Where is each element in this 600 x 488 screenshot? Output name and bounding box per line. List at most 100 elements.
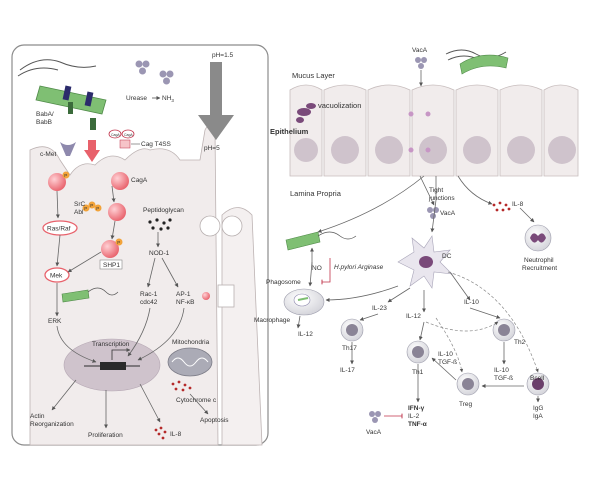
cag-t4ss-label: Cag T4SS <box>141 141 172 148</box>
neutrophil-label-1: Neutrophil <box>524 257 554 264</box>
mucus-bacterium <box>445 49 509 75</box>
il17-label: IL-17 <box>340 367 355 374</box>
rac1-label: Rac-1 <box>140 291 158 298</box>
macrophage-label: Macrophage <box>254 317 291 324</box>
junction-markers <box>408 111 431 153</box>
shp1-label: SHP1 <box>103 262 120 269</box>
babb-label: BabB <box>36 119 52 126</box>
cmet-node <box>48 173 66 191</box>
neutrophil-label-2: Recruitment <box>522 265 557 272</box>
apoptosis-label: Apoptosis <box>200 417 229 424</box>
epithelial-row <box>289 84 579 177</box>
abl-label: Abl <box>74 209 84 216</box>
phagosome-content <box>297 297 309 301</box>
phagosome-label: Phagosome <box>266 279 301 286</box>
urease-particles <box>135 60 174 85</box>
mitochondria-label: Mitochondria <box>172 339 210 346</box>
tight-junction-ring <box>221 215 243 237</box>
vaca-mid-particle <box>427 207 439 219</box>
dashed-paths <box>425 271 539 373</box>
receptor-icon <box>84 140 100 162</box>
bcell-nucleus <box>532 378 544 390</box>
caga-node <box>111 172 129 190</box>
p-label: P <box>117 240 120 245</box>
th2-nucleus <box>498 324 510 336</box>
cytochrome-dots <box>171 380 192 392</box>
proliferation-label: Proliferation <box>88 432 123 439</box>
il2-label: IL-2 <box>408 413 420 420</box>
p-label: P <box>64 173 67 178</box>
cdc42-label: cdc42 <box>140 299 158 306</box>
nod1-label: NOD-1 <box>149 250 170 257</box>
vaca-receptor-icon <box>60 142 76 156</box>
mitochondria-cristae <box>171 357 209 367</box>
vaca-mid-label: VacA <box>440 210 456 217</box>
il8-label-right: IL-8 <box>512 201 524 208</box>
th2-label: Th2 <box>514 339 526 346</box>
p-badge <box>88 201 96 209</box>
th17-nucleus <box>346 324 358 336</box>
il8-dots-right <box>492 201 511 212</box>
mucus-layer-label: Mucus Layer <box>292 71 335 80</box>
igg-label: IgG <box>533 405 543 412</box>
il8-label-left: IL-8 <box>170 431 182 438</box>
vaca-top-particle <box>415 57 427 69</box>
caga-label: CagA <box>131 177 148 184</box>
treg-nucleus <box>462 378 474 390</box>
mitochondria <box>167 347 213 377</box>
arginase-label: H.pylori Arginase <box>334 264 384 271</box>
src-label: SrC <box>74 201 86 208</box>
ph-top-label: pH=1.5 <box>212 52 234 59</box>
tnf-label: TNF-α <box>408 421 427 428</box>
p-label: P <box>96 206 99 211</box>
cmet-label: c-Met <box>40 151 56 158</box>
intracellular-bacterium <box>61 287 119 303</box>
caga-label-2: CagA <box>124 133 133 137</box>
h-pylori-bacterium <box>17 59 107 115</box>
peptidoglycan-label: Peptidoglycan <box>143 207 184 214</box>
il10-dc-label: IL-10 <box>464 299 479 306</box>
transcription-label: Transcription <box>92 341 130 348</box>
p-badge <box>115 238 123 246</box>
arginase-inhibition <box>321 258 331 285</box>
vaca-bottom-label: VacA <box>366 429 382 436</box>
neighbor-cell <box>221 207 263 446</box>
src-node <box>108 203 126 221</box>
shp1-box <box>99 259 123 270</box>
vacuolization-label: vacuolization <box>318 101 361 110</box>
actin-label-1: Actin <box>30 413 45 420</box>
th17-label: Th17 <box>342 345 357 352</box>
vacuolization-blobs <box>296 103 316 123</box>
p-badge <box>94 204 102 212</box>
right-arrows <box>296 70 540 403</box>
phagocytosed-bacterium <box>285 231 357 251</box>
erk-label: ERK <box>48 318 62 325</box>
ras-raf-label: Ras/Raf <box>47 226 71 233</box>
tgfb-th1-label: TGF-ß <box>438 359 457 366</box>
epithelium-label: Epithelium <box>270 127 309 136</box>
nh3-label: NH3 <box>162 95 174 103</box>
baba-label: BabA/ <box>36 111 54 118</box>
tight-label-2: junctions <box>428 195 455 202</box>
dc-nucleus <box>419 256 433 268</box>
nfkb-label: NF-κB <box>176 299 194 306</box>
small-pink-node <box>202 292 210 300</box>
iga-label: IgA <box>533 413 543 420</box>
actin-label-2: Reorganization <box>30 421 74 428</box>
ap1-label: AP-1 <box>176 291 191 298</box>
dc-label: DC <box>442 253 452 260</box>
p-label: P <box>84 206 87 211</box>
p-label: P <box>90 203 93 208</box>
tgfb-th2-label: TGF-ß <box>494 375 513 382</box>
mek-node <box>44 267 70 283</box>
tight-junction-ring <box>199 215 221 237</box>
il23-label: IL-23 <box>372 305 387 312</box>
cytochrome-label: Cytochrome c <box>176 397 217 404</box>
il8-dots <box>154 426 167 440</box>
caga-label-1: CagA <box>111 133 120 137</box>
transcription-arrow <box>111 348 131 360</box>
left-signaling-arrows <box>51 185 209 429</box>
ph-gradient-arrow <box>198 62 234 140</box>
ifn-label: IFN-γ <box>408 405 425 412</box>
